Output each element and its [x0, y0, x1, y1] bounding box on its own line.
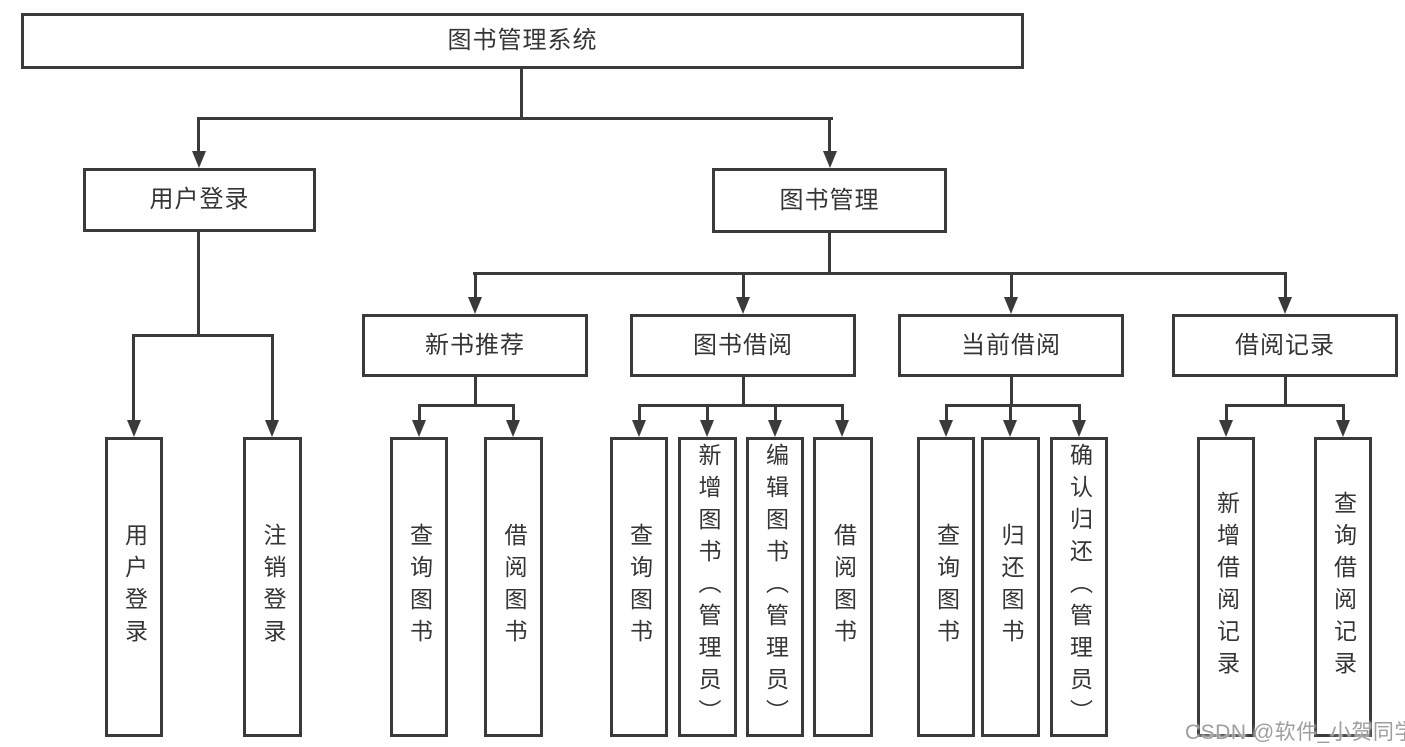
- leaf-current-query-book: 查询图书: [917, 437, 975, 737]
- connector-vline: [1284, 377, 1287, 407]
- connector-hline: [132, 334, 274, 337]
- leaf-record-query-borrow-record: 查询借阅记录: [1314, 437, 1372, 737]
- connector-hline: [1225, 404, 1345, 407]
- node-library-management-system: 图书管理系统: [21, 13, 1024, 69]
- leaf-borrow-query-book: 查询图书: [610, 437, 668, 737]
- connector-vline: [197, 117, 200, 153]
- leaf-user-login: 用户登录: [105, 437, 163, 737]
- connector-vline: [512, 404, 515, 422]
- node-current-borrow: 当前借阅: [898, 314, 1124, 377]
- connector-vline: [774, 404, 777, 422]
- connector-vline: [418, 404, 421, 422]
- node-book-management: 图书管理: [712, 168, 947, 233]
- connector-vline: [1342, 404, 1345, 422]
- connector-vline: [1010, 272, 1013, 299]
- leaf-current-confirm-return-admin: 确认归还（管理员）: [1050, 437, 1108, 737]
- connector-hline: [945, 404, 1081, 407]
- leaf-borrow-add-book-admin: 新增图书（管理员）: [678, 437, 737, 737]
- leaf-current-return-book: 归还图书: [981, 437, 1040, 737]
- connector-vline: [828, 117, 831, 153]
- connector-hline: [418, 404, 515, 407]
- connector-vline: [197, 232, 200, 337]
- arrowhead-down: [1072, 420, 1086, 437]
- connector-vline: [132, 334, 135, 422]
- connector-hline: [638, 404, 844, 407]
- connector-vline: [1078, 404, 1081, 422]
- arrowhead-down: [736, 297, 750, 314]
- node-user-login: 用户登录: [83, 168, 316, 232]
- watermark: CSDN @软件_小贺同学: [1185, 721, 1405, 744]
- arrowhead-down: [412, 420, 426, 437]
- leaf-recommend-borrow-book: 借阅图书: [484, 437, 543, 737]
- arrowhead-down: [939, 420, 953, 437]
- node-book-borrow: 图书借阅: [630, 314, 856, 377]
- connector-hline: [473, 272, 1287, 275]
- connector-vline: [1284, 272, 1287, 299]
- connector-vline: [742, 377, 745, 407]
- leaf-borrow-edit-book-admin: 编辑图书（管理员）: [746, 437, 804, 737]
- arrowhead-down: [1278, 297, 1292, 314]
- arrowhead-down: [823, 151, 837, 168]
- connector-vline: [271, 334, 274, 422]
- arrowhead-down: [700, 420, 714, 437]
- arrowhead-down: [1003, 420, 1017, 437]
- arrowhead-down: [506, 420, 520, 437]
- connector-vline: [520, 69, 523, 119]
- leaf-record-add-borrow-record: 新增借阅记录: [1197, 437, 1255, 737]
- leaf-recommend-query-book: 查询图书: [390, 437, 448, 737]
- arrowhead-down: [1004, 297, 1018, 314]
- connector-vline: [474, 272, 477, 299]
- connector-vline: [945, 404, 948, 422]
- connector-vline: [1010, 377, 1013, 407]
- arrowhead-down: [127, 420, 141, 437]
- leaf-logout-login: 注销登录: [243, 437, 302, 737]
- arrowhead-down: [835, 420, 849, 437]
- connector-hline: [197, 117, 833, 120]
- leaf-borrow-borrow-book: 借阅图书: [813, 437, 873, 737]
- node-borrow-record: 借阅记录: [1172, 314, 1398, 377]
- connector-vline: [1225, 404, 1228, 422]
- connector-vline: [638, 404, 641, 422]
- arrowhead-down: [632, 420, 646, 437]
- arrowhead-down: [265, 420, 279, 437]
- connector-vline: [474, 377, 477, 407]
- connector-vline: [841, 404, 844, 422]
- connector-vline: [706, 404, 709, 422]
- arrowhead-down: [1219, 420, 1233, 437]
- arrowhead-down: [1336, 420, 1350, 437]
- arrowhead-down: [468, 297, 482, 314]
- node-new-book-recommend: 新书推荐: [362, 314, 588, 377]
- connector-vline: [828, 233, 831, 275]
- connector-vline: [742, 272, 745, 299]
- connector-vline: [1009, 404, 1012, 422]
- arrowhead-down: [192, 151, 206, 168]
- arrowhead-down: [768, 420, 782, 437]
